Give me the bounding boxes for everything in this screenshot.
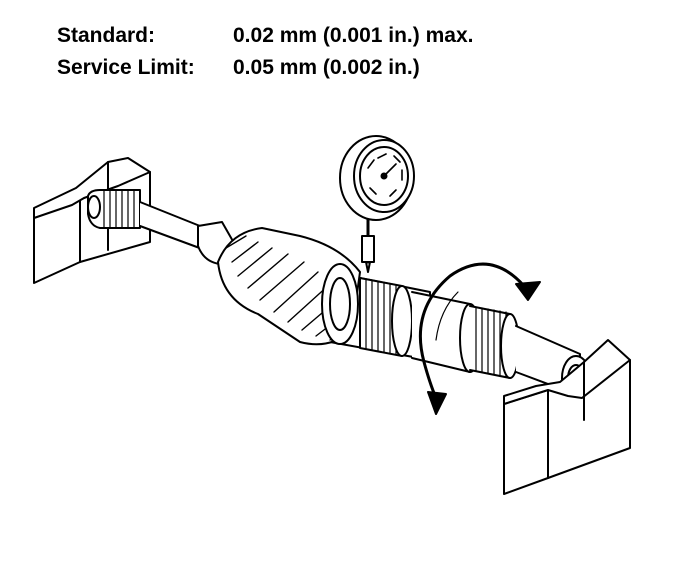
dial-indicator-icon [339,135,415,273]
rotation-arrow-icon [418,262,541,415]
right-v-block-icon [503,339,631,495]
spec-standard-row: Standard: 0.02 mm (0.001 in.) max. [57,25,473,46]
standard-value: 0.02 mm (0.001 in.) max. [233,24,474,47]
gear-icon [217,227,361,346]
standard-label: Standard: [57,24,156,47]
service-limit-value: 0.05 mm (0.002 in.) [233,56,420,79]
service-limit-label: Service Limit: [57,56,195,79]
spec-limit-row: Service Limit: 0.05 mm (0.002 in.) [57,57,420,78]
